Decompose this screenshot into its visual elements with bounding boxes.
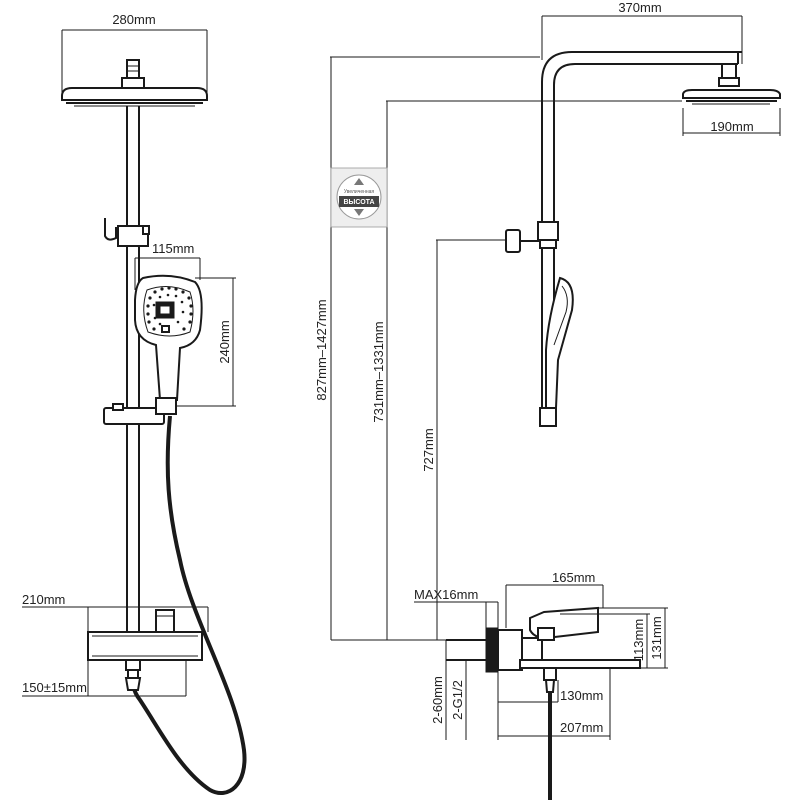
side-view: 370mm 190mm [314, 0, 781, 800]
dim-inlets: 2-60mm 2-G1/2 [430, 660, 467, 740]
riser-pipe-front [126, 106, 140, 635]
label-mixer-depth: 165mm [552, 570, 595, 585]
dim-holder-height: 727mm [421, 240, 438, 640]
dim-arm-length: 370mm [541, 0, 743, 60]
rain-head-front [61, 59, 208, 107]
badge-title: ВЫСОТА [343, 199, 374, 206]
label-arm-length: 370mm [618, 0, 661, 15]
label-inlet-spacing: 150±15mm [22, 680, 87, 695]
dim-depths-bottom: 130mm 207mm [497, 668, 611, 740]
mixer-side [445, 606, 641, 800]
label-head-height: 731mm–1331mm [371, 321, 386, 422]
dim-total-height: 827mm–1427mm [314, 57, 332, 640]
dim-mixer-depth: 165mm [505, 570, 604, 628]
dim-handshower: 115mm 240mm [134, 241, 236, 407]
dim-front-head-width: 280mm [61, 12, 208, 95]
label-mixer-width: 210mm [22, 592, 65, 607]
label-wall-to-spout: 130mm [560, 688, 603, 703]
label-thread: 2-G1/2 [450, 680, 465, 720]
mixer-front [87, 609, 203, 691]
label-handshower-width: 115mm [152, 241, 194, 256]
hand-shower-front [134, 274, 203, 401]
label-spout-height: 113mm [631, 619, 646, 661]
label-wall-to-front: 207mm [560, 720, 603, 735]
height-badge: Увеличенная ВЫСОТА [330, 167, 388, 228]
badge-caption: Увеличенная [344, 189, 375, 195]
dim-side-head: 190mm [682, 108, 781, 136]
dim-heights-right: 113mm 131mm [556, 607, 668, 669]
label-wall-pipe: 2-60mm [430, 676, 445, 724]
rain-head-side [682, 63, 781, 105]
dim-mixer: 210mm 150±15mm [22, 592, 209, 697]
label-handshower-height: 240mm [217, 320, 232, 363]
hose-front [130, 415, 247, 796]
label-side-head-width: 190mm [710, 119, 753, 134]
hand-shower-side [539, 276, 574, 427]
label-front-head-width: 280mm [112, 12, 155, 27]
shower-arm [541, 51, 743, 420]
label-wall-max: MAX16mm [414, 587, 478, 602]
label-holder-height: 727mm [421, 428, 436, 471]
holder-side [505, 221, 559, 253]
dim-wall-max: MAX16mm [414, 587, 499, 628]
upper-holder [104, 218, 150, 247]
front-view: 280mm [22, 12, 247, 796]
label-mixer-height: 131mm [649, 616, 664, 659]
label-total-height: 827mm–1427mm [314, 299, 329, 400]
slider-bracket [103, 397, 177, 425]
